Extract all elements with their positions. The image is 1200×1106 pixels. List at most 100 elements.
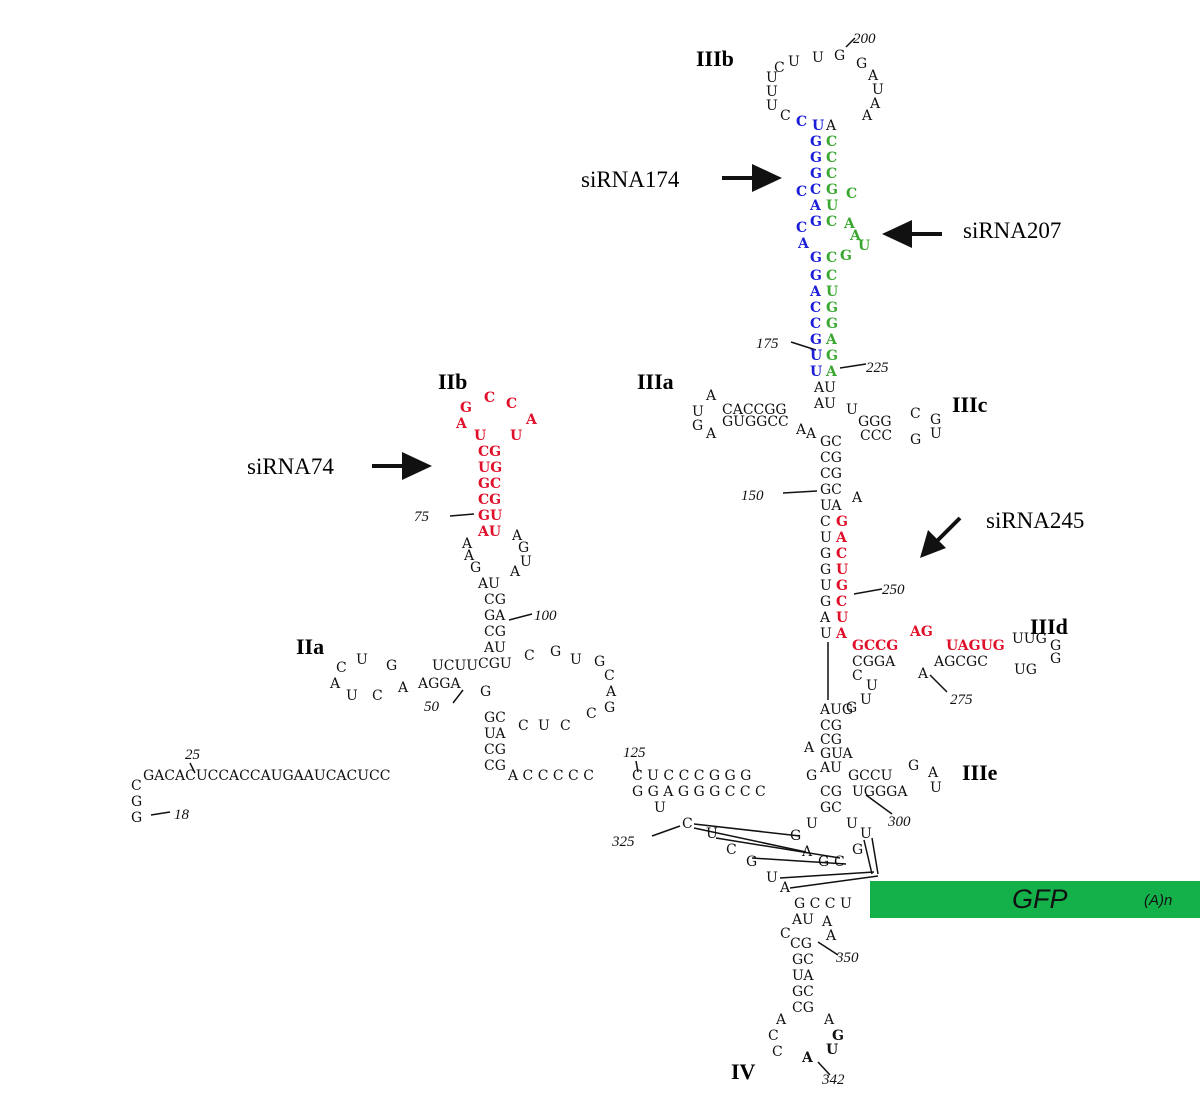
nucleotide: C <box>560 718 571 734</box>
nucleotide: AU <box>477 576 500 592</box>
domain-label-IIIb: IIIb <box>696 46 734 71</box>
domain-label-IIb: IIb <box>438 369 467 394</box>
seq-IIIa-top: CACCGG <box>722 402 787 418</box>
nucleotide: C <box>910 406 921 422</box>
nucleotide: A <box>821 914 833 930</box>
sirna174-arrow-icon <box>752 164 782 192</box>
position-25: 25 <box>185 747 201 763</box>
nucleotide: A <box>825 332 838 348</box>
position-225: 225 <box>866 360 889 376</box>
nucleotide: GC <box>792 952 814 968</box>
nucleotide: C <box>518 718 529 734</box>
nt-u-below: U <box>654 800 666 816</box>
nucleotide: A <box>869 96 881 112</box>
nucleotide: G <box>908 758 919 774</box>
nucleotide: A <box>775 1012 787 1028</box>
nucleotide: G <box>852 842 863 858</box>
nucleotide: C <box>810 300 821 316</box>
nucleotide: U <box>570 652 582 668</box>
nucleotide: A <box>705 426 717 442</box>
nucleotide: A <box>705 388 717 404</box>
nucleotide: G <box>480 684 491 700</box>
nucleotide: C <box>796 220 807 236</box>
nucleotide: C <box>846 186 857 202</box>
nucleotide: U <box>872 82 884 98</box>
position-markers: 200 175 225 75 150 250 100 50 275 125 25… <box>150 31 973 1088</box>
nucleotide: A <box>825 364 838 380</box>
nucleotide: AU <box>819 760 842 776</box>
nucleotide: C <box>774 60 785 76</box>
seq-IIIe-bottom: UGGGA <box>852 784 908 800</box>
nucleotide: G <box>810 134 822 150</box>
seq-helix-top: C U C C C G G G <box>632 768 751 784</box>
nucleotide: CG <box>478 492 501 508</box>
nucleotide: A <box>823 1012 835 1028</box>
nucleotide: G <box>594 654 605 670</box>
nucleotide: A <box>851 490 863 506</box>
nucleotide: U <box>866 678 878 694</box>
nucleotide: G <box>832 1028 844 1044</box>
nucleotide: C <box>834 854 845 870</box>
nucleotide: A <box>779 880 791 896</box>
nucleotide: A <box>329 676 341 692</box>
nucleotide: A <box>927 765 939 781</box>
seq-IIId-red-3: UAGUG <box>946 638 1005 654</box>
nucleotide: GUA <box>820 746 854 762</box>
nucleotide: GU <box>478 508 502 524</box>
nucleotide: G <box>746 854 757 870</box>
nucleotide: U <box>930 426 942 442</box>
seq-helix-bottom: G G A G G G C C C <box>632 784 766 800</box>
nucleotide: C <box>524 648 535 664</box>
nucleotide: G <box>826 348 838 364</box>
sirna174-label: siRNA174 <box>581 167 680 192</box>
seq-5prime-c: C <box>131 778 142 794</box>
domain-label-IIIe: IIIe <box>962 760 998 785</box>
nucleotide: C <box>604 668 615 684</box>
nucleotide: A <box>825 928 837 944</box>
position-325: 325 <box>611 834 635 850</box>
sirna207-label: siRNA207 <box>963 218 1061 243</box>
nucleotide: A <box>809 198 822 214</box>
nucleotide: A <box>605 684 617 700</box>
nucleotide: A <box>801 1050 814 1066</box>
nucleotide: UA <box>820 498 842 514</box>
nucleotide: C <box>826 214 837 230</box>
nucleotide: G <box>910 432 921 448</box>
seq-IIId-tail: UUG <box>1012 631 1047 647</box>
nucleotide: GC <box>792 984 814 1000</box>
nucleotide: C <box>506 396 517 412</box>
seq-IIId-red-2: AG <box>909 624 933 640</box>
nucleotide: CG <box>484 624 506 640</box>
nucleotide: A <box>463 548 475 564</box>
nucleotide: AU <box>483 640 506 656</box>
position-300: 300 <box>887 814 911 830</box>
nucleotide: G <box>820 594 831 610</box>
tertiary-interaction-lines <box>693 642 879 889</box>
nucleotide: G <box>550 644 561 660</box>
polya-label: (A)n <box>1144 892 1172 909</box>
nucleotide: C <box>586 706 597 722</box>
nucleotide: U <box>346 688 358 704</box>
nucleotide: U <box>826 1042 838 1058</box>
nucleotide: G <box>826 300 838 316</box>
domain-label-IV: IV <box>731 1059 756 1084</box>
nucleotide: G <box>692 418 703 434</box>
seq-IV-gccu: G C C U <box>794 896 852 912</box>
nucleotide: C <box>768 1028 779 1044</box>
nucleotide: U <box>836 562 848 578</box>
nucleotide: G <box>836 514 848 530</box>
nucleotide: GC <box>484 710 506 726</box>
nucleotide: U <box>826 284 838 300</box>
nucleotide: CG <box>484 592 506 608</box>
nucleotide: AU <box>813 380 836 396</box>
nucleotide: AU <box>813 396 836 412</box>
position-350: 350 <box>835 950 859 966</box>
position-100: 100 <box>534 608 557 624</box>
seq-IIIa-bottom: GUGGCC <box>722 414 789 430</box>
seq-IIId-bottom-2: AGCGC <box>933 654 988 670</box>
nucleotide: A <box>819 610 831 626</box>
nucleotide: U <box>858 238 870 254</box>
nucleotide: U <box>806 816 818 832</box>
nucleotide: C <box>826 150 837 166</box>
nucleotide: A <box>461 536 473 552</box>
